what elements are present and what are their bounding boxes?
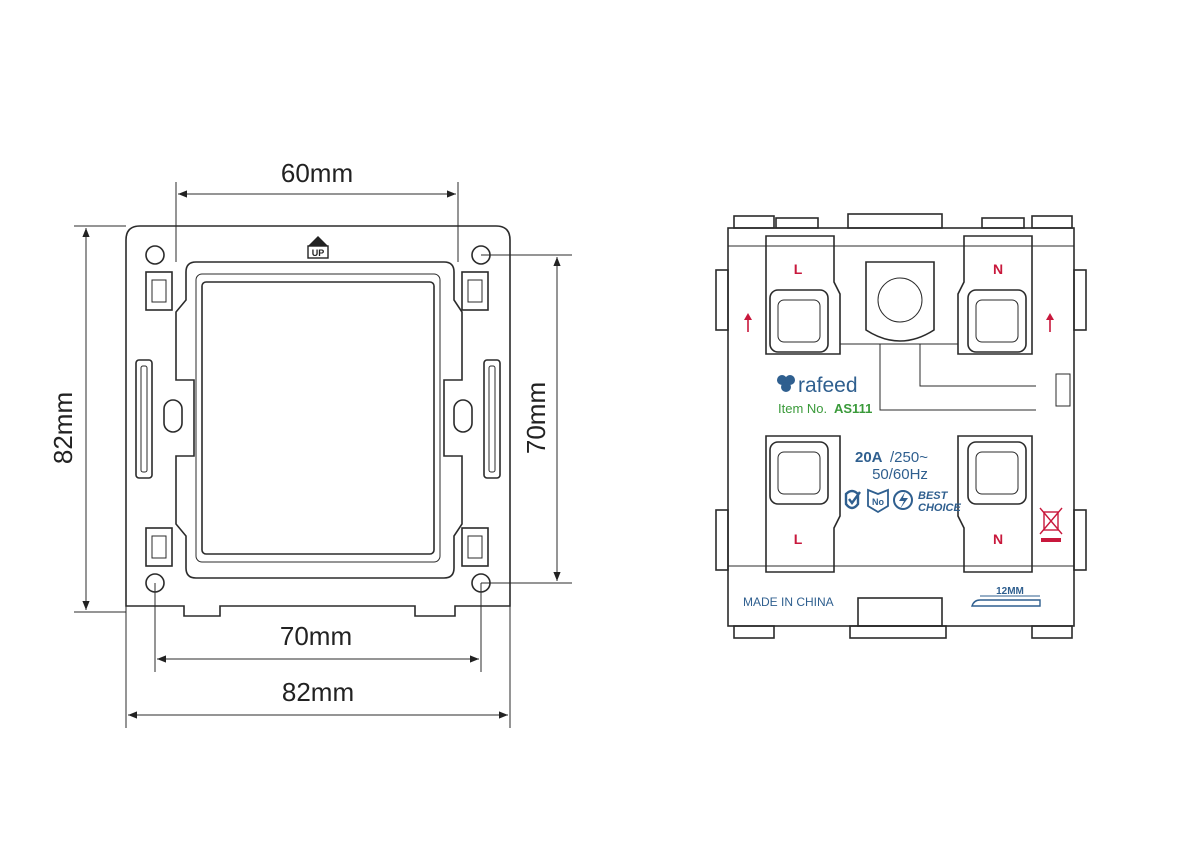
made-in-label: MADE IN CHINA [743,595,834,609]
slot-right [453,399,473,433]
best-choice-line1: BEST [918,490,949,502]
front-view: UP 60mm 82mm 70mm 70mm 82mm [48,158,572,728]
terminal-label-bottom-right: N [993,531,1003,547]
mounting-hole-top-left [145,245,165,265]
top-tab [1031,215,1073,229]
bottom-tab [733,625,775,639]
best-choice-line2: CHOICE [918,502,961,514]
dim-label-bottom-outer: 82mm [282,677,354,707]
mounting-plate-outline [125,225,511,617]
terminal-label-top-right: N [993,261,1003,277]
terminal-bottom-right [957,435,1033,573]
top-tab [733,215,775,229]
bottom-tab [1031,625,1073,639]
certification-check-icon [844,489,861,510]
strip-length-gauge: 12MM [971,586,1041,607]
clip-top-right [461,271,489,311]
dim-label-right: 70mm [521,382,551,454]
terminal-bottom-left [765,435,841,573]
terminal-label-top-left: L [794,261,803,277]
item-code: AS111 [834,401,872,416]
terminal-top-right [957,235,1033,355]
center-opening [201,281,435,555]
top-tab [775,217,819,229]
clip-bottom-right [461,527,489,567]
side-tab-right [1073,269,1087,331]
up-mark-label: UP [312,248,325,258]
dim-label-top: 60mm [281,158,353,188]
rating-voltage: /250~ [890,449,928,466]
side-rail-left [135,359,153,479]
certification-badge-icon: No [867,488,889,514]
back-view: L N L N rafeed Item No. AS111 20A /250~ … [715,213,1087,639]
top-tab [981,217,1025,229]
slot-left [163,399,183,433]
rating-current: 20A [855,449,883,466]
clip-top-left [145,271,173,311]
inner-frame [175,261,463,579]
side-rail-right [483,359,501,479]
side-tab-right [1073,509,1087,571]
bottom-tab-center [849,625,947,639]
brand-logo-icon [777,375,795,392]
side-tab-left [715,509,729,571]
side-tab-left [715,269,729,331]
up-arrow-icon: UP [307,236,329,259]
up-arrow-icon [1046,313,1054,332]
weee-bin-icon [1039,507,1063,542]
rating-frequency: 50/60Hz [872,466,928,483]
up-arrow-icon [744,313,752,332]
terminal-label-bottom-left: L [794,531,803,547]
clip-bottom-left [145,527,173,567]
top-tab-center [847,213,943,229]
dim-label-left: 82mm [48,392,78,464]
lightning-icon [893,490,913,510]
center-mechanism [865,261,935,342]
strip-length-label: 12MM [996,586,1024,597]
terminal-top-left [765,235,841,355]
brand-name: rafeed [798,374,858,397]
cert-badge-label: No [872,497,884,507]
dim-label-bottom-inner: 70mm [280,621,352,651]
bottom-latch [857,597,943,627]
item-label: Item No. [778,401,827,416]
